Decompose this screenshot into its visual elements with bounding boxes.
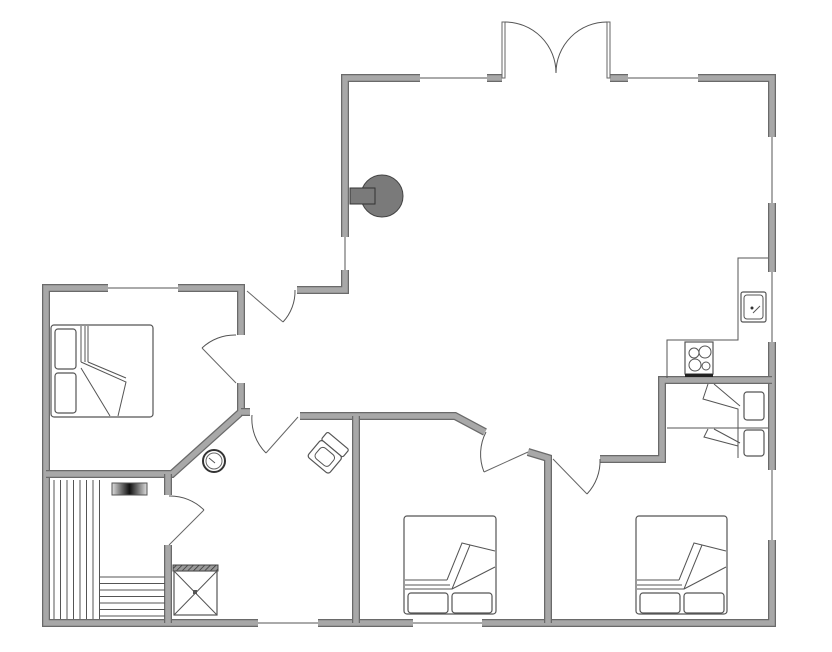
wall-segment <box>297 270 348 293</box>
windows <box>108 77 773 624</box>
entrance-double-door[interactable] <box>501 21 611 79</box>
door-bathroom <box>251 414 299 454</box>
doors[interactable] <box>168 289 601 546</box>
stove-icon <box>684 341 714 377</box>
bed-bedroom-2 <box>403 515 497 615</box>
wall-segment <box>482 540 775 626</box>
door-bedroom-2 <box>480 431 529 473</box>
wall-segment <box>178 284 245 335</box>
toilet-icon <box>307 431 349 474</box>
walls <box>42 74 776 627</box>
wall-segment <box>46 383 244 477</box>
wall-segment <box>300 413 487 435</box>
wall-segment <box>526 448 552 623</box>
washbasin-icon <box>202 449 226 473</box>
wall-segment <box>178 285 244 335</box>
wall-segment <box>600 377 772 462</box>
wall-segment <box>482 540 776 627</box>
kitchen-counter <box>666 257 768 378</box>
wall-segment <box>342 75 420 237</box>
wall-segment <box>698 74 776 137</box>
sauna-heater-icon <box>111 482 148 496</box>
wall-segment <box>297 270 349 294</box>
door-bedroom-3 <box>552 458 601 495</box>
wall-segment <box>43 285 258 626</box>
door-bedroom-1 <box>201 334 237 384</box>
bed-bedroom-3 <box>635 515 728 615</box>
wall-segment <box>527 449 551 623</box>
shower-icon <box>172 564 219 616</box>
door-hall-entry <box>246 289 296 323</box>
bed-bedroom-1 <box>50 324 154 418</box>
bunk-beds <box>667 383 768 458</box>
kitchen-sink-icon <box>740 291 767 323</box>
door-sauna <box>168 495 205 546</box>
sauna-benches <box>53 480 165 619</box>
wall-segment <box>698 75 775 137</box>
wood-stove-icon <box>349 174 404 218</box>
